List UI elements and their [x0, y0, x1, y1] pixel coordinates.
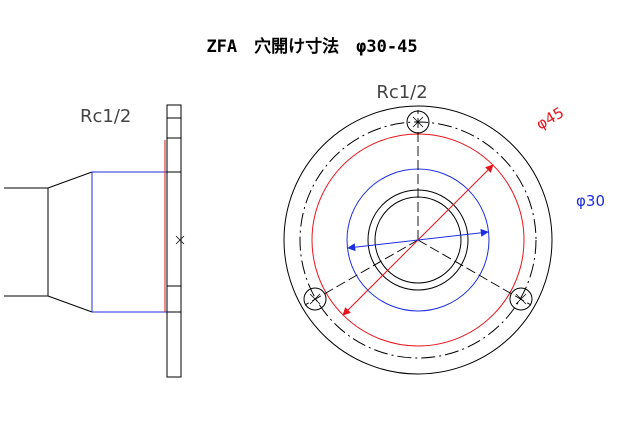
- bolt-hole-bottom-right: [509, 287, 533, 311]
- phi30-label: φ30: [576, 192, 605, 210]
- taper-top: [47, 171, 93, 189]
- taper-bottom: [47, 295, 93, 313]
- front-view: [283, 105, 553, 375]
- side-center-mark-b: [175, 235, 185, 245]
- drawing-title: ZFA 穴開け寸法 φ30-45: [206, 36, 417, 57]
- side-thread-label: Rc1/2: [80, 106, 131, 127]
- outer-flange-circle: [283, 105, 553, 375]
- bolt-center-lines: [304, 110, 532, 306]
- side-view: [4, 104, 185, 378]
- bolt-hole-bottom-left: [303, 287, 327, 311]
- phi45-label: φ45: [533, 103, 567, 133]
- front-thread-label: Rc1/2: [376, 82, 427, 103]
- phi30-dimension-line: [347, 228, 489, 252]
